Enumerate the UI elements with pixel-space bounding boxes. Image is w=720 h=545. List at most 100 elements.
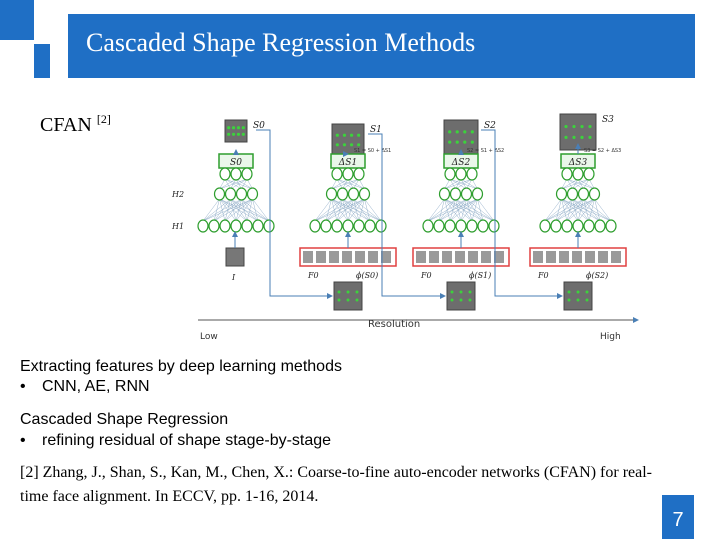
network-node bbox=[477, 219, 489, 233]
network-node bbox=[539, 219, 551, 233]
network-connection bbox=[342, 178, 360, 190]
slide-title: Cascaded Shape Regression Methods bbox=[86, 28, 476, 57]
network-node bbox=[422, 219, 434, 233]
reference-text: [2] Zhang, J., Shan, S., Kan, M., Chen, … bbox=[20, 464, 652, 505]
stage-update-label: S3 = S2 + ΔS3 bbox=[584, 148, 621, 154]
network-node bbox=[466, 219, 478, 233]
section1-bullet-text: CNN, AE, RNN bbox=[42, 378, 150, 395]
network-connection bbox=[202, 198, 253, 222]
landmark-dot bbox=[355, 290, 359, 294]
network-connection bbox=[555, 198, 595, 222]
network-connection bbox=[224, 198, 253, 222]
network-node bbox=[550, 219, 562, 233]
network-connection bbox=[477, 198, 484, 222]
feature-patch bbox=[329, 251, 339, 263]
network-node bbox=[471, 187, 484, 201]
landmark-dot bbox=[335, 143, 339, 147]
network-connection bbox=[364, 198, 371, 222]
network-connection bbox=[325, 198, 365, 222]
stage-update-label: S1 = S0 + ΔS1 bbox=[354, 148, 391, 154]
network-connection bbox=[455, 178, 473, 190]
feature-patch bbox=[342, 251, 352, 263]
network-connection bbox=[561, 178, 590, 190]
network-node bbox=[241, 219, 253, 233]
feature-patch bbox=[316, 251, 326, 263]
network-node bbox=[331, 167, 343, 181]
network-node bbox=[336, 187, 349, 201]
network-node bbox=[572, 219, 584, 233]
network-connection bbox=[202, 198, 231, 222]
network-connection bbox=[314, 198, 343, 222]
feature-patch bbox=[368, 251, 378, 263]
page-number: 7 bbox=[662, 495, 694, 539]
feature-patch bbox=[611, 251, 621, 263]
network-connection bbox=[561, 178, 579, 190]
landmark-dot bbox=[337, 298, 341, 302]
landmark-dot bbox=[576, 290, 580, 294]
network-connection bbox=[358, 198, 365, 222]
network-connection bbox=[241, 178, 248, 190]
network-node bbox=[594, 219, 606, 233]
landmark-dot bbox=[448, 140, 452, 144]
landmark-dot bbox=[357, 143, 361, 147]
network-node bbox=[444, 219, 456, 233]
network-connection bbox=[219, 178, 237, 190]
network-node bbox=[375, 219, 387, 233]
network-connection bbox=[314, 198, 354, 222]
section2-bullet-text: refining residual of shape stage-by-stag… bbox=[42, 432, 332, 449]
section1-heading: Extracting features by deep learning met… bbox=[20, 358, 342, 375]
output-label: S0 bbox=[230, 158, 242, 168]
stage-input-face bbox=[333, 281, 363, 311]
landmark-dot bbox=[450, 290, 454, 294]
network-connection bbox=[444, 178, 462, 190]
network-connection bbox=[427, 198, 456, 222]
network-connection bbox=[235, 198, 253, 222]
face-thumbnail bbox=[443, 119, 479, 155]
network-connection bbox=[572, 178, 590, 190]
network-connection bbox=[588, 178, 595, 190]
section1-bullet: •CNN, AE, RNN bbox=[20, 378, 150, 395]
input-label: I bbox=[231, 273, 236, 282]
landmark-dot bbox=[231, 132, 236, 136]
network-node bbox=[342, 167, 354, 181]
landmark-dot bbox=[459, 290, 463, 294]
landmark-dot bbox=[241, 132, 245, 136]
landmark-dot bbox=[576, 298, 580, 302]
network-connection bbox=[219, 178, 248, 190]
network-node bbox=[213, 187, 226, 201]
network-connection bbox=[471, 178, 478, 190]
network-connection bbox=[427, 198, 445, 222]
landmark-dot bbox=[580, 135, 584, 139]
feature-label: ϕ(S0) bbox=[356, 271, 378, 280]
landmark-dot bbox=[227, 132, 231, 136]
output-label: ΔS2 bbox=[451, 158, 471, 168]
network-connection bbox=[314, 198, 365, 222]
network-node bbox=[583, 167, 595, 181]
feature-patch bbox=[442, 251, 452, 263]
landmark-dot bbox=[349, 133, 354, 137]
feature-patch bbox=[429, 251, 439, 263]
landmark-dot bbox=[236, 126, 241, 130]
landmark-dot bbox=[450, 298, 454, 302]
network-connection bbox=[544, 198, 573, 222]
network-node bbox=[235, 187, 248, 201]
network-connection bbox=[460, 198, 478, 222]
network-connection bbox=[444, 178, 451, 190]
network-node bbox=[208, 219, 220, 233]
axis-high-label: High bbox=[600, 332, 621, 342]
network-connection bbox=[230, 178, 248, 190]
axis-low-label: Low bbox=[200, 332, 218, 342]
network-connection bbox=[202, 198, 242, 222]
feature-patch bbox=[559, 251, 569, 263]
network-node bbox=[577, 187, 590, 201]
input-image bbox=[225, 247, 245, 267]
output-label: ΔS3 bbox=[568, 158, 588, 168]
network-node bbox=[224, 187, 237, 201]
network-node bbox=[331, 219, 343, 233]
network-connection bbox=[583, 178, 590, 190]
network-node bbox=[342, 219, 354, 233]
network-connection bbox=[353, 178, 360, 190]
network-connection bbox=[331, 178, 360, 190]
landmark-dot bbox=[342, 143, 347, 147]
network-connection bbox=[561, 178, 568, 190]
